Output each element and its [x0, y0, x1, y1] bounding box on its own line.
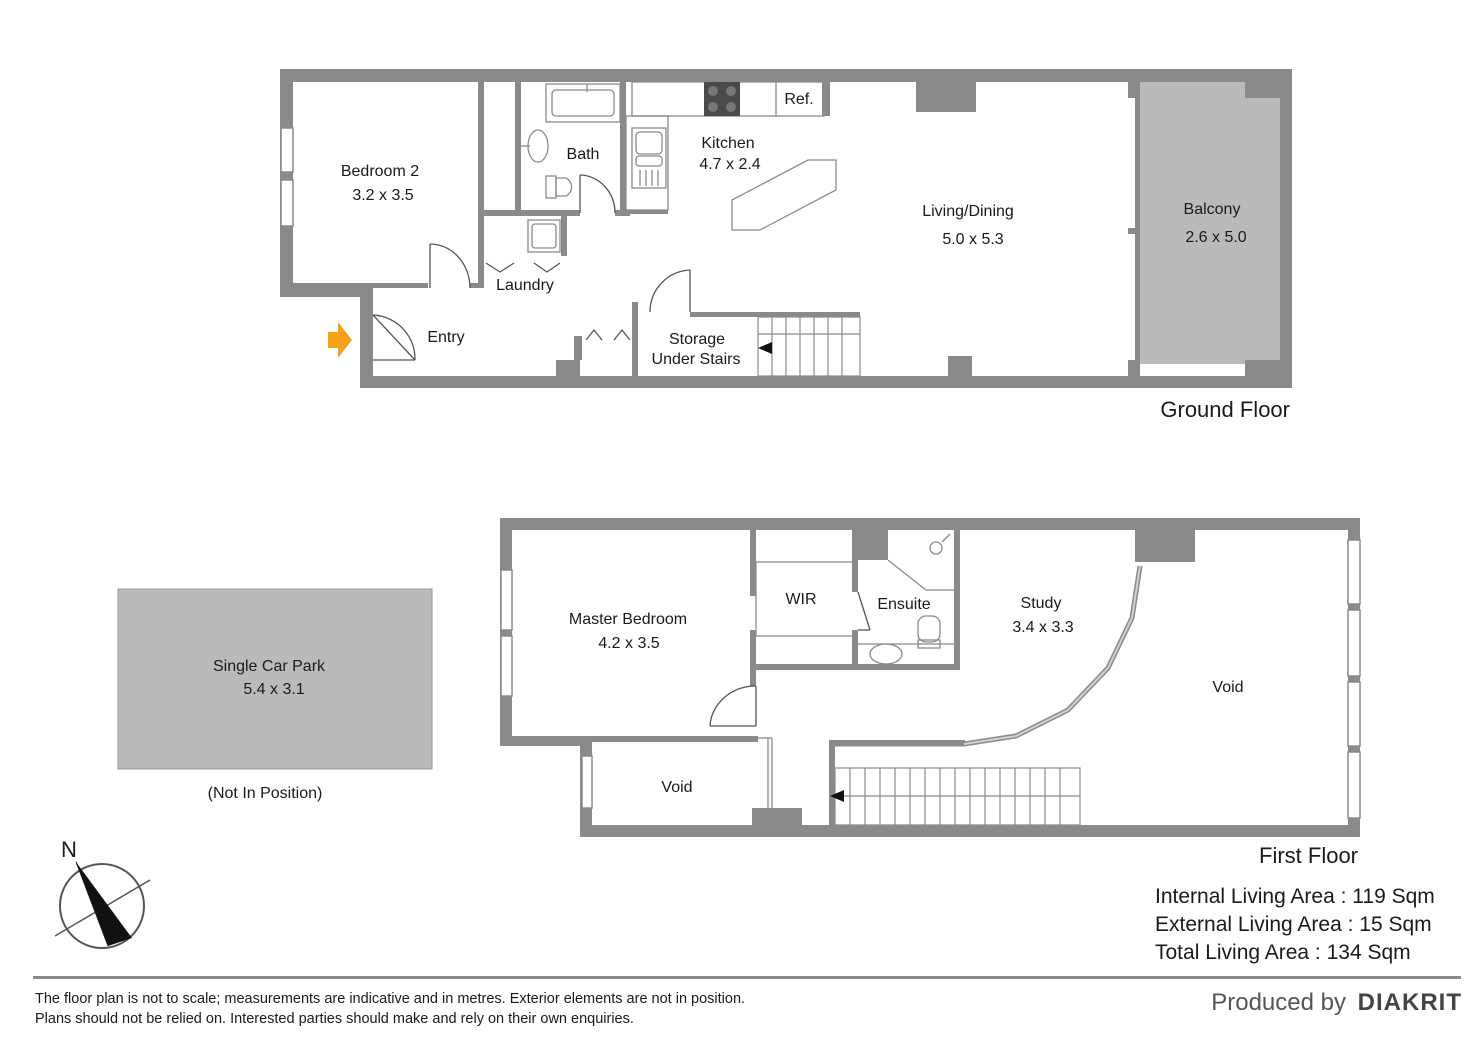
room-dims-master: 4.2 x 3.5 [598, 635, 659, 652]
room-label-balcony: Balcony [1184, 201, 1241, 218]
void-balustrade [835, 565, 1143, 747]
room-label-entry: Entry [427, 329, 464, 346]
void-left-railing [758, 737, 773, 808]
room-dims-living: 5.0 x 5.3 [942, 231, 1003, 248]
bath-door [579, 174, 616, 214]
produced-by-label: Produced by [1211, 989, 1346, 1016]
car-park-label: Single Car Park [213, 658, 326, 675]
balcony-area [1140, 82, 1287, 364]
north-compass-icon: N [54, 837, 151, 949]
wir-door [857, 591, 871, 631]
area-internal: Internal Living Area : 119 Sqm [1155, 885, 1435, 908]
room-dims-bedroom2: 3.2 x 3.5 [352, 187, 413, 204]
first-floor-title: First Floor [1259, 843, 1358, 868]
ground-floor-title: Ground Floor [1160, 397, 1290, 422]
room-label-ref: Ref. [784, 91, 813, 108]
room-label-bath: Bath [567, 146, 600, 163]
ensuite-fixtures [858, 533, 954, 667]
room-label-void-right: Void [1212, 679, 1243, 696]
disclaimer-line1: The floor plan is not to scale; measurem… [35, 991, 745, 1007]
bath-fixtures [521, 83, 621, 199]
ground-floor-stairs [757, 316, 861, 377]
room-label-laundry: Laundry [496, 277, 554, 294]
first-floor-plan: Master Bedroom 4.2 x 3.5 WIR Ensuite Stu… [500, 518, 1361, 868]
room-dims-study: 3.4 x 3.3 [1012, 619, 1073, 636]
bedroom2-door [429, 243, 471, 289]
room-label-ensuite: Ensuite [877, 596, 930, 613]
room-label-study: Study [1021, 595, 1062, 612]
brand-logo-text: DIAKRIT [1358, 989, 1462, 1016]
master-bedroom-window [500, 569, 593, 809]
wir-shelving [755, 561, 852, 637]
stair-direction-arrow-first [830, 790, 844, 802]
cooktop-icon [704, 82, 740, 116]
entry-arrow-icon [328, 322, 352, 358]
area-total: Total Living Area : 134 Sqm [1155, 941, 1411, 964]
master-bedroom-door [709, 685, 757, 727]
disclaimer-line2: Plans should not be relied on. Intereste… [35, 1011, 634, 1027]
window-bedroom2 [280, 127, 294, 227]
room-label-storage-line1: Storage [669, 331, 725, 348]
storage-door [649, 269, 691, 313]
first-floor-stairs [834, 767, 1081, 826]
compass-north-label: N [61, 837, 77, 862]
entry-door [372, 314, 416, 361]
stair-direction-arrow [758, 342, 772, 354]
kitchen-sink [631, 127, 667, 189]
kitchen-island [731, 159, 837, 231]
first-floor-walls [500, 518, 1360, 837]
car-park-dims: 5.4 x 3.1 [243, 681, 304, 698]
entry-cupboard-doors [485, 262, 631, 341]
room-label-void-left: Void [661, 779, 692, 796]
ground-floor-plan: Bedroom 2 3.2 x 3.5 Bath Kitchen 4.7 x 2… [280, 69, 1292, 422]
room-dims-kitchen: 4.7 x 2.4 [699, 156, 760, 173]
car-park-note: (Not In Position) [208, 785, 323, 802]
footer-divider [33, 976, 1461, 979]
room-dims-balcony: 2.6 x 5.0 [1185, 229, 1246, 246]
void-windows-right [1347, 539, 1361, 819]
area-summary: Internal Living Area : 119 Sqm External … [1155, 885, 1435, 964]
room-label-bedroom2: Bedroom 2 [341, 163, 419, 180]
room-label-kitchen: Kitchen [701, 135, 754, 152]
room-label-wir: WIR [785, 591, 816, 608]
void-balustrade-inner [963, 565, 1141, 745]
room-label-storage-line2: Under Stairs [652, 351, 741, 368]
room-label-master: Master Bedroom [569, 611, 687, 628]
room-label-living: Living/Dining [922, 203, 1014, 220]
laundry-tub [527, 219, 561, 253]
car-park: Single Car Park 5.4 x 3.1 (Not In Positi… [117, 588, 433, 802]
area-external: External Living Area : 15 Sqm [1155, 913, 1432, 936]
